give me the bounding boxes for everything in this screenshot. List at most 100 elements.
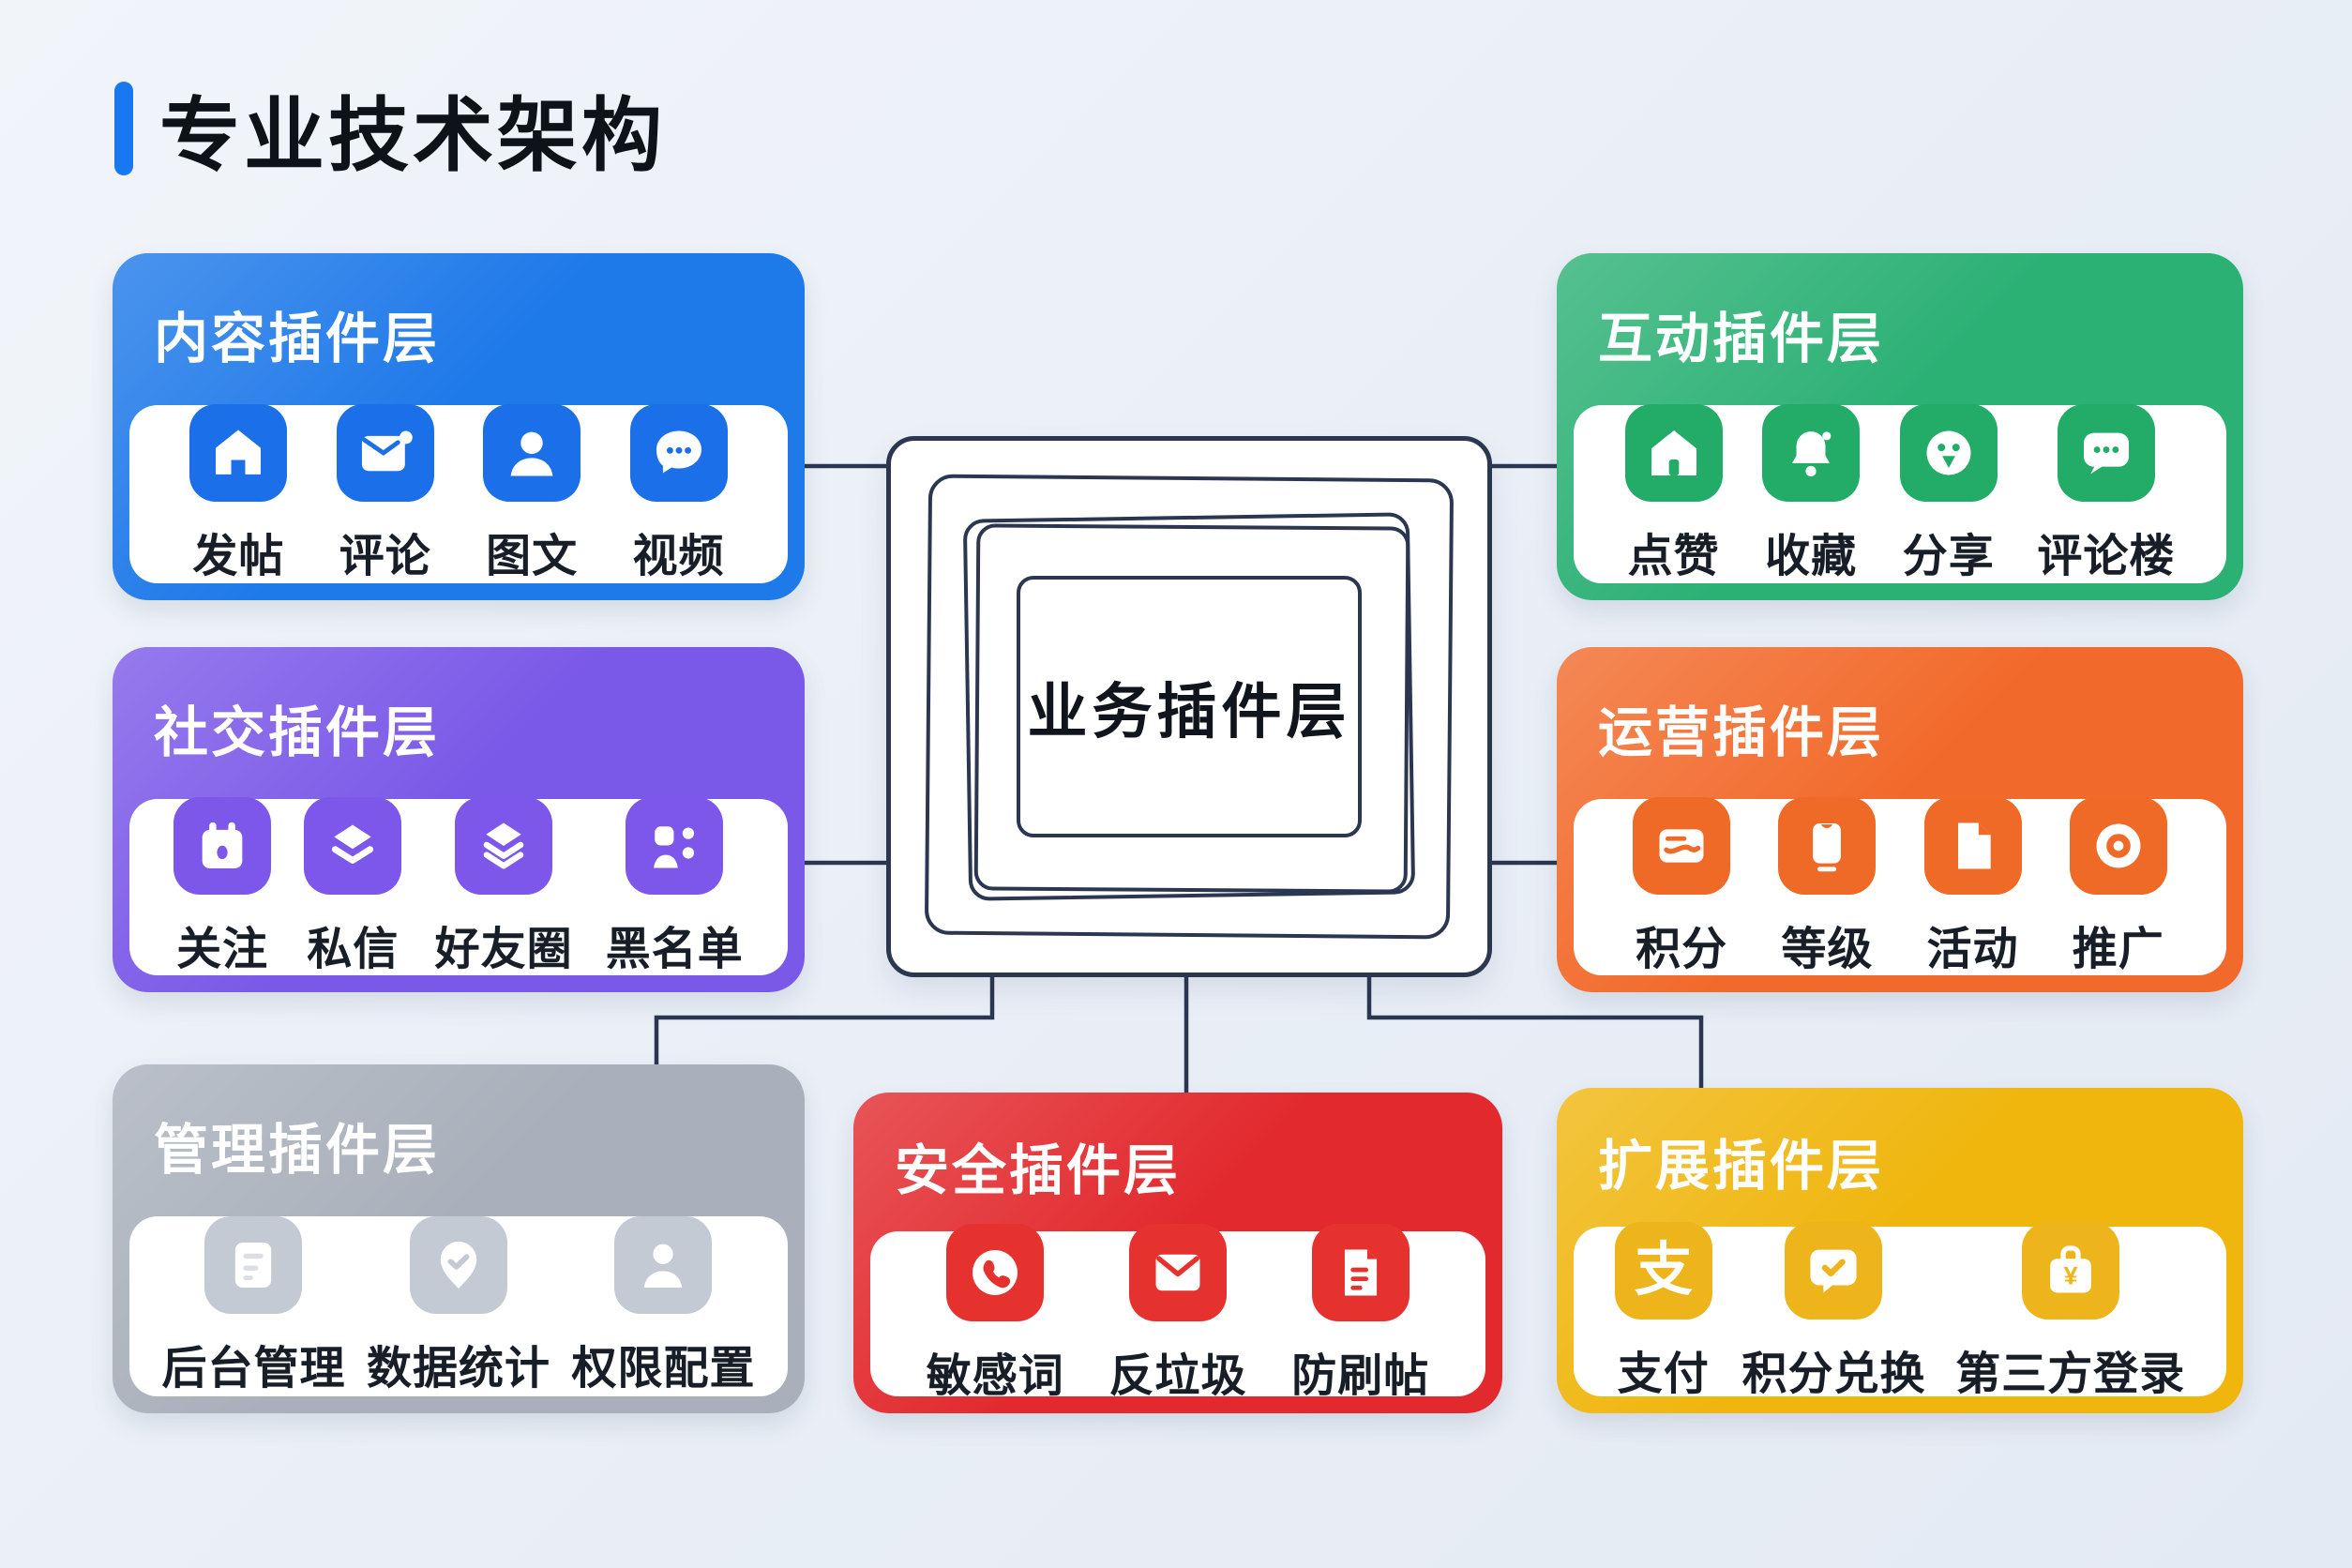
panel-title: 内容插件层 bbox=[154, 309, 441, 369]
plugin-item-label: 发帖 bbox=[192, 532, 285, 581]
panel-card: 敏感词反垃圾防刷帖 bbox=[870, 1224, 1485, 1401]
panel-interaction-layer: 互动插件层 点赞收藏分享评论楼 bbox=[1557, 253, 2243, 600]
panel-extension-layer: 扩展插件层 支支付积分兑换 ¥ 第三方登录 bbox=[1557, 1088, 2243, 1413]
plugin-item: 支支付 bbox=[1614, 1221, 1712, 1402]
title-accent-bar bbox=[114, 81, 133, 175]
contacts-icon bbox=[626, 797, 724, 895]
plugin-item: 活动 bbox=[1923, 797, 2022, 977]
plugin-item-label: 视频 bbox=[632, 532, 725, 581]
plugin-item: 积分兑换 bbox=[1741, 1221, 1926, 1402]
plugin-item-label: 反垃圾 bbox=[1108, 1351, 1247, 1401]
plugin-item-label: 收藏 bbox=[1765, 532, 1858, 581]
phone-handset-icon bbox=[946, 1224, 1045, 1321]
connector-center-management bbox=[654, 966, 995, 1069]
plugin-item: 敏感词 bbox=[927, 1224, 1064, 1404]
plugin-item: 防刷帖 bbox=[1291, 1224, 1429, 1404]
plugin-item-label: 积分 bbox=[1636, 925, 1728, 974]
plugin-item-label: 私信 bbox=[307, 925, 400, 974]
share-face-icon bbox=[1899, 404, 1998, 502]
panel-title: 互动插件层 bbox=[1598, 309, 1885, 369]
chat-check-icon bbox=[1785, 1221, 1883, 1319]
plugin-item-label: 黑名单 bbox=[605, 925, 744, 974]
page-title: 专业技术架构 bbox=[159, 91, 666, 181]
plugin-item-label: 第三方登录 bbox=[1955, 1349, 2186, 1399]
plugin-item: 等级 bbox=[1778, 797, 1877, 977]
plugin-item-label: 关注 bbox=[176, 925, 269, 974]
panel-card: 关注私信好友圈黑名单 bbox=[129, 797, 788, 977]
target-icon bbox=[2069, 797, 2167, 895]
person-icon bbox=[483, 404, 581, 502]
panel-card: 支支付积分兑换 ¥ 第三方登录 bbox=[1574, 1221, 2226, 1399]
business-layer-inner: 业务插件层 bbox=[1017, 576, 1362, 837]
doc-lines-icon bbox=[204, 1216, 303, 1314]
plugin-item: 后台管理 bbox=[161, 1216, 345, 1396]
bell-icon bbox=[1762, 404, 1861, 502]
plugin-item: 收藏 bbox=[1762, 404, 1861, 584]
plugin-item-label: 权限配置 bbox=[571, 1344, 756, 1394]
panel-card: 后台管理数据统计权限配置 bbox=[129, 1216, 788, 1396]
plugin-item: 黑名单 bbox=[606, 797, 744, 977]
plugin-item-label: 等级 bbox=[1781, 925, 1874, 974]
chat-dots-icon bbox=[629, 404, 728, 502]
pin-check-icon bbox=[409, 1216, 507, 1314]
panel-card: 点赞收藏分享评论楼 bbox=[1574, 404, 2226, 584]
panel-operation-layer: 运营插件层 积分 等级 活动 推广 bbox=[1557, 647, 2243, 992]
chat-bubble-dots-icon bbox=[2057, 404, 2155, 502]
plugin-item: 数据统计 bbox=[367, 1216, 550, 1396]
plugin-item-label: 推广 bbox=[2072, 925, 2164, 974]
panel-title: 社交插件层 bbox=[154, 702, 441, 763]
panel-card: 积分 等级 活动 推广 bbox=[1574, 797, 2226, 977]
business-layer-label: 业务插件层 bbox=[1027, 677, 1351, 746]
plugin-item-label: 点赞 bbox=[1627, 532, 1720, 581]
plugin-item-label: 积分兑换 bbox=[1741, 1349, 1926, 1399]
plugin-item: 图文 bbox=[483, 404, 581, 584]
mail-icon bbox=[1128, 1224, 1227, 1321]
plugin-item: 积分 bbox=[1633, 797, 1731, 977]
plugin-item: 发帖 bbox=[189, 404, 288, 584]
calendar-icon bbox=[173, 797, 272, 895]
panel-title: 扩展插件层 bbox=[1598, 1136, 1885, 1197]
layers-three-icon bbox=[455, 797, 553, 895]
plugin-item: 分享 bbox=[1899, 404, 1998, 584]
bag-yen-icon: ¥ bbox=[2021, 1221, 2119, 1319]
plugin-item: 点赞 bbox=[1624, 404, 1723, 584]
phone-device-icon bbox=[1778, 797, 1877, 895]
plugin-item-label: 防刷帖 bbox=[1291, 1351, 1430, 1401]
plugin-item: 评论楼 bbox=[2037, 404, 2175, 584]
plugin-item: 评论 bbox=[336, 404, 434, 584]
doc-fold-icon bbox=[1923, 797, 2022, 895]
layers-two-icon bbox=[304, 797, 402, 895]
panel-card: 发帖 评论 图文 视频 bbox=[129, 404, 788, 584]
panel-management-layer: 管理插件层 后台管理数据统计权限配置 bbox=[113, 1064, 805, 1413]
alipay-icon: 支 bbox=[1614, 1221, 1712, 1319]
plugin-item: 视频 bbox=[629, 404, 728, 584]
panel-security-layer: 安全插件层 敏感词反垃圾防刷帖 bbox=[853, 1093, 1502, 1413]
plugin-item-label: 好友圈 bbox=[434, 925, 573, 974]
plugin-item-label: 评论 bbox=[339, 532, 431, 581]
plugin-item-label: 支付 bbox=[1617, 1349, 1710, 1399]
panel-title: 安全插件层 bbox=[895, 1140, 1182, 1201]
panel-content-layer: 内容插件层 发帖 评论 图文 视频 bbox=[113, 253, 805, 600]
plugin-item-label: 敏感词 bbox=[926, 1351, 1064, 1401]
business-layer-box: 业务插件层 bbox=[886, 436, 1492, 977]
mail-compose-icon bbox=[336, 404, 434, 502]
house-icon bbox=[1624, 404, 1723, 502]
card-icon bbox=[1633, 797, 1731, 895]
person-badge-icon bbox=[614, 1216, 713, 1314]
panel-social-layer: 社交插件层 关注私信好友圈黑名单 bbox=[113, 647, 805, 992]
plugin-item-label: 活动 bbox=[1926, 925, 2019, 974]
plugin-item: 权限配置 bbox=[571, 1216, 755, 1396]
plugin-item-label: 后台管理 bbox=[161, 1344, 346, 1394]
panel-title: 运营插件层 bbox=[1598, 702, 1885, 763]
plugin-item-label: 分享 bbox=[1902, 532, 1995, 581]
connector-center-extension bbox=[1366, 966, 1704, 1091]
panel-title: 管理插件层 bbox=[154, 1120, 441, 1181]
plugin-item: 反垃圾 bbox=[1108, 1224, 1246, 1404]
plugin-item-label: 评论楼 bbox=[2037, 532, 2176, 581]
plugin-item-label: 图文 bbox=[486, 532, 579, 581]
page-header: 专业技术架构 bbox=[114, 69, 666, 187]
svg-text:¥: ¥ bbox=[2063, 1261, 2077, 1289]
home-icon bbox=[189, 404, 288, 502]
